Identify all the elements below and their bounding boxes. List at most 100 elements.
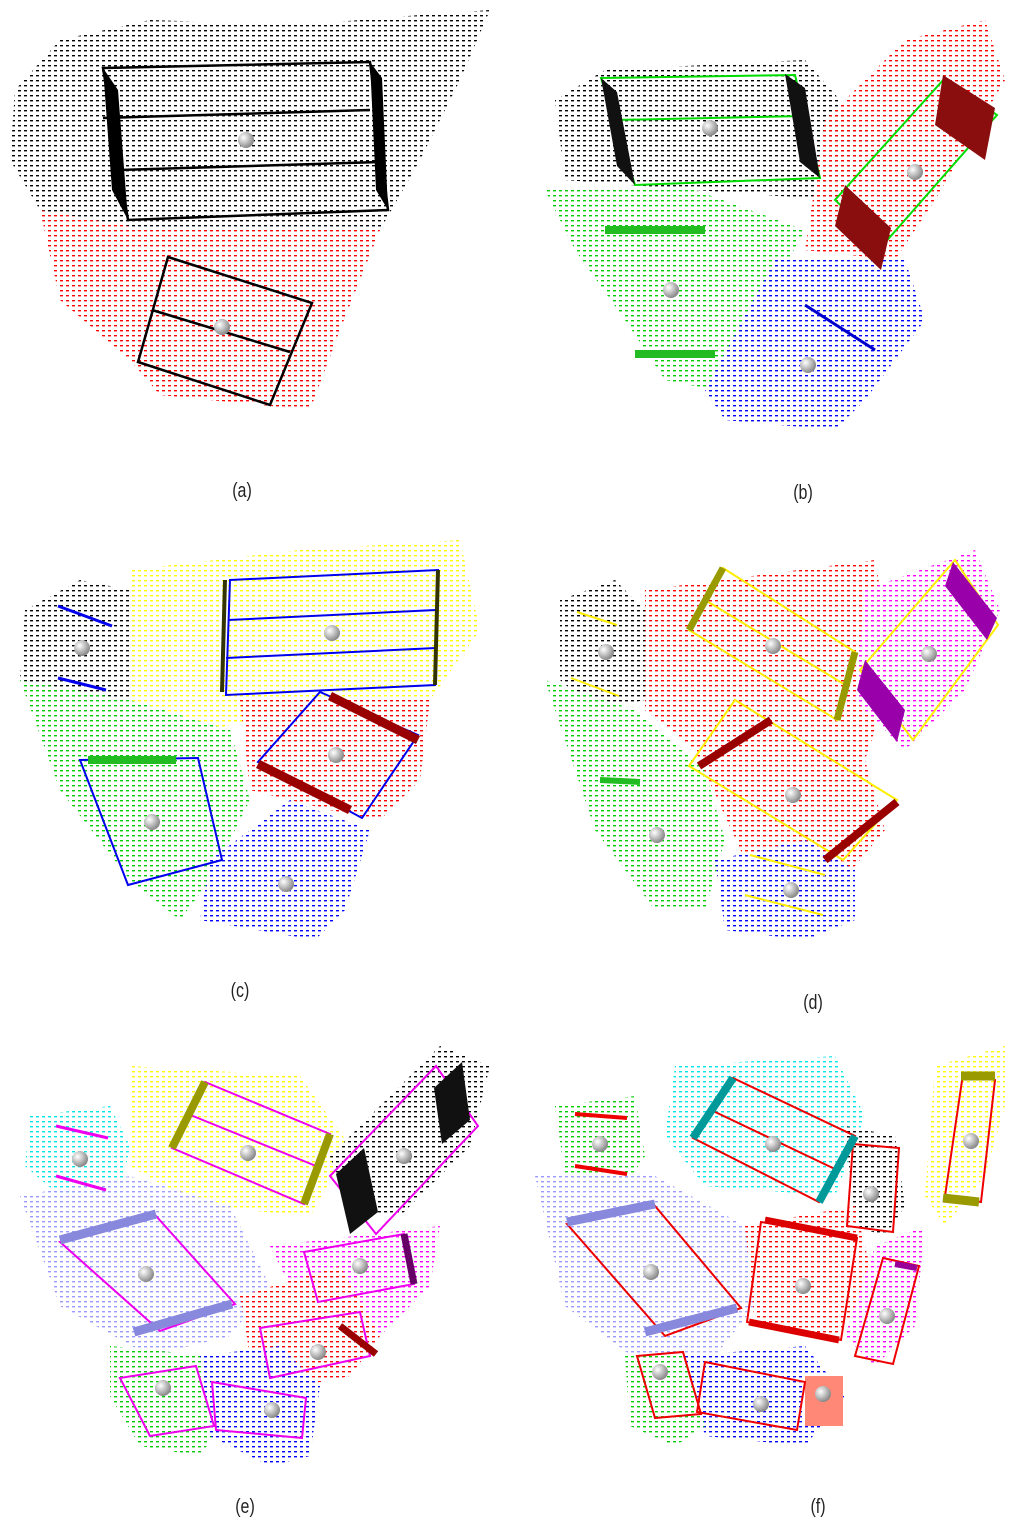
box-edge (566, 1199, 656, 1227)
bounding-box (574, 1112, 628, 1176)
point-cloud-a (10, 10, 490, 410)
centroid-marker (240, 1145, 256, 1161)
segment-red (40, 210, 380, 410)
box-edge (220, 579, 227, 693)
centroid-marker (144, 814, 160, 830)
centroid-marker (324, 625, 340, 641)
box-face (945, 562, 997, 640)
box-edge (833, 651, 859, 721)
box-edge (433, 569, 440, 686)
box-edge (255, 759, 353, 815)
point-cloud-d (545, 550, 1000, 940)
centroid-marker (138, 1266, 154, 1282)
segment-green (20, 680, 250, 920)
box-edge (337, 1323, 379, 1357)
panel-e: (e) (0, 1026, 505, 1526)
centroid-marker (785, 787, 801, 803)
box-edge (132, 1299, 234, 1337)
centroid-marker (352, 1258, 368, 1274)
centroid-marker (783, 882, 799, 898)
box-edge (689, 1075, 737, 1141)
box-edge (894, 1261, 918, 1271)
panel-caption: (d) (803, 992, 823, 1014)
centroid-marker (800, 357, 816, 373)
centroid-marker (663, 282, 679, 298)
box-face (785, 74, 820, 178)
segment-magenta (845, 1226, 925, 1366)
segment-black (845, 1126, 905, 1236)
centroid-marker (921, 646, 937, 662)
point-cloud-f (535, 1046, 1005, 1446)
box-edge (643, 1303, 739, 1337)
centroid-marker (753, 1396, 769, 1412)
centroid-marker (238, 132, 254, 148)
centroid-marker (396, 1148, 412, 1164)
box-face (336, 1148, 378, 1234)
panel-caption: (c) (230, 980, 250, 1002)
centroid-marker (702, 120, 718, 136)
bounding-box (57, 604, 113, 692)
centroid-marker (879, 1308, 895, 1324)
centroid-marker (214, 319, 230, 335)
centroid-marker (592, 1136, 608, 1152)
segment-black (20, 580, 130, 700)
bounding-box (804, 303, 876, 352)
point-cloud-c (20, 540, 480, 940)
centroid-marker (963, 1133, 979, 1149)
panel-c: (c) (0, 530, 505, 1030)
box-edge (822, 798, 900, 864)
box-face (370, 62, 388, 210)
segment-green (545, 680, 725, 910)
centroid-marker (278, 876, 294, 892)
centroid-marker (264, 1402, 280, 1418)
segment-blue (705, 260, 925, 430)
centroid-marker (155, 1380, 171, 1396)
centroid-marker (74, 640, 90, 656)
centroid-marker (795, 1278, 811, 1294)
centroid-marker (72, 1151, 88, 1167)
box-edge (685, 566, 727, 632)
panel-f: (f) (505, 1026, 1010, 1526)
centroid-marker (765, 638, 781, 654)
centroid-marker (310, 1344, 326, 1360)
box-edge (635, 350, 715, 358)
box-face (601, 78, 635, 185)
segment-green (625, 1356, 705, 1446)
point-cloud-b (545, 20, 1005, 430)
panel-caption: (e) (235, 1496, 255, 1518)
panel-caption: (f) (810, 1496, 826, 1518)
centroid-marker (598, 644, 614, 660)
box-edge (815, 1134, 859, 1204)
box-edge (764, 1216, 858, 1242)
box-edge (327, 691, 421, 745)
box-edge (400, 1233, 418, 1285)
centroid-marker (815, 1386, 831, 1402)
centroid-marker (907, 164, 923, 180)
centroid-marker (765, 1136, 781, 1152)
box-face (434, 1062, 470, 1144)
box-face (103, 68, 128, 220)
segment-black (10, 10, 490, 230)
box-edge (696, 716, 774, 770)
segment-yellow (130, 1066, 350, 1216)
segment-cyan (25, 1106, 130, 1196)
box-edge (300, 1132, 334, 1206)
box-edge (88, 756, 176, 764)
centroid-marker (643, 1264, 659, 1280)
panel-b: (b) (505, 0, 1010, 504)
box-edge (942, 1193, 980, 1207)
box-face (835, 185, 891, 270)
box-face (935, 75, 995, 160)
box-edge (605, 226, 705, 234)
panel-caption: (a) (232, 480, 252, 502)
box-edge (748, 1318, 840, 1344)
centroid-marker (328, 747, 344, 763)
segment-cyan (665, 1056, 865, 1196)
centroid-marker (652, 1364, 668, 1380)
centroid-marker (649, 827, 665, 843)
box-edge (599, 777, 641, 785)
point-cloud-e (20, 1046, 490, 1466)
segment-blue (200, 800, 370, 940)
box-edge (58, 1209, 158, 1245)
panel-d: (d) (505, 530, 1010, 1030)
